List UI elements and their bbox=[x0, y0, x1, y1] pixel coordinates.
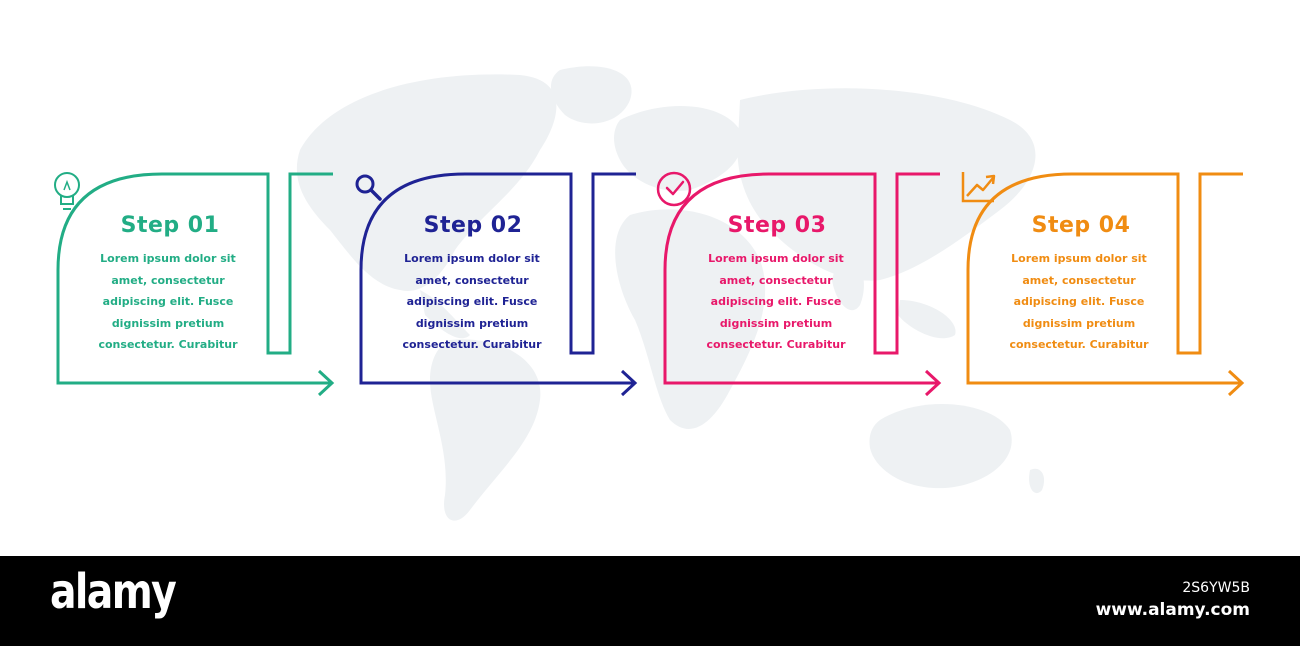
watermark-footer: alamy 2S6YW5B www.alamy.com bbox=[0, 556, 1300, 646]
step-3-text-line: amet, consectetur bbox=[719, 273, 833, 287]
step-2-frame bbox=[359, 172, 638, 397]
map-central-america bbox=[420, 290, 470, 339]
step-4-outline bbox=[966, 172, 1243, 385]
step-4-text-line: amet, consectetur bbox=[1022, 273, 1136, 287]
map-north-america bbox=[296, 74, 557, 291]
growth-chart-icon bbox=[961, 172, 996, 203]
step-1-text-line: Lorem ipsum dolor sit bbox=[100, 252, 236, 265]
step-2-outline bbox=[359, 172, 636, 385]
image-code: 2S6YW5B bbox=[1182, 580, 1250, 596]
map-greenland bbox=[550, 66, 632, 124]
step-1-text: Lorem ipsum dolor sit amet, consectetur … bbox=[68, 248, 268, 356]
step-2-arrowhead bbox=[620, 369, 638, 397]
step-2-text-line: adipiscing elit. Fusce bbox=[406, 295, 538, 308]
lightbulb-icon bbox=[54, 172, 80, 210]
step-1-outline bbox=[56, 172, 333, 385]
map-australia bbox=[869, 403, 1012, 489]
step-1-text-line: dignissim pretium bbox=[111, 316, 225, 330]
step-1-arrowhead bbox=[317, 369, 335, 397]
step-3-arrowhead bbox=[924, 369, 942, 397]
step-3-frame bbox=[663, 172, 942, 397]
step-4-title: Step 04 bbox=[1031, 213, 1131, 238]
step-4-text-line: Lorem ipsum dolor sit bbox=[1011, 252, 1147, 265]
map-se-asia bbox=[898, 300, 956, 339]
process-steps-graphic bbox=[54, 171, 1245, 397]
map-new-zealand bbox=[1029, 468, 1045, 494]
footer-url: www.alamy.com bbox=[1095, 600, 1250, 620]
step-3-outline bbox=[663, 172, 940, 385]
alamy-logo: alamy bbox=[50, 564, 177, 620]
clock-icon bbox=[656, 171, 692, 207]
step-2-text-line: Lorem ipsum dolor sit bbox=[404, 252, 540, 265]
step-1-frame bbox=[56, 172, 335, 397]
step-1-title: Step 01 bbox=[120, 213, 220, 238]
search-icon bbox=[355, 174, 382, 201]
map-india bbox=[832, 250, 864, 311]
step-1-text-line: consectetur. Curabitur bbox=[98, 338, 238, 351]
step-1-text-line: amet, consectetur bbox=[111, 273, 225, 287]
step-4-text-line: consectetur. Curabitur bbox=[1009, 338, 1149, 351]
map-south-america bbox=[430, 339, 541, 521]
step-2-text: Lorem ipsum dolor sit amet, consectetur … bbox=[372, 248, 572, 356]
step-3-text: Lorem ipsum dolor sit amet, consectetur … bbox=[676, 248, 876, 356]
step-3-text-line: Lorem ipsum dolor sit bbox=[708, 252, 844, 265]
step-2-text-line: consectetur. Curabitur bbox=[402, 338, 542, 351]
step-1-text-line: adipiscing elit. Fusce bbox=[102, 295, 234, 308]
step-4-text-line: adipiscing elit. Fusce bbox=[1013, 295, 1145, 308]
step-4-frame bbox=[966, 172, 1245, 397]
step-4-arrowhead bbox=[1227, 369, 1245, 397]
step-2-text-line: amet, consectetur bbox=[415, 273, 529, 287]
step-4-text-line: dignissim pretium bbox=[1022, 316, 1136, 330]
step-2-title: Step 02 bbox=[423, 213, 523, 238]
step-3-title: Step 03 bbox=[727, 213, 827, 238]
step-4-text: Lorem ipsum dolor sit amet, consectetur … bbox=[979, 248, 1179, 356]
map-africa bbox=[615, 209, 766, 429]
map-europe bbox=[614, 106, 742, 191]
infographic-stage: Step 01 Lorem ipsum dolor sit amet, cons… bbox=[54, 66, 1245, 521]
step-3-text-line: adipiscing elit. Fusce bbox=[710, 295, 842, 308]
world-map-background bbox=[296, 66, 1045, 521]
step-3-text-line: consectetur. Curabitur bbox=[706, 338, 846, 351]
step-3-text-line: dignissim pretium bbox=[719, 316, 833, 330]
step-2-text-line: dignissim pretium bbox=[415, 316, 529, 330]
map-asia bbox=[737, 88, 1036, 281]
